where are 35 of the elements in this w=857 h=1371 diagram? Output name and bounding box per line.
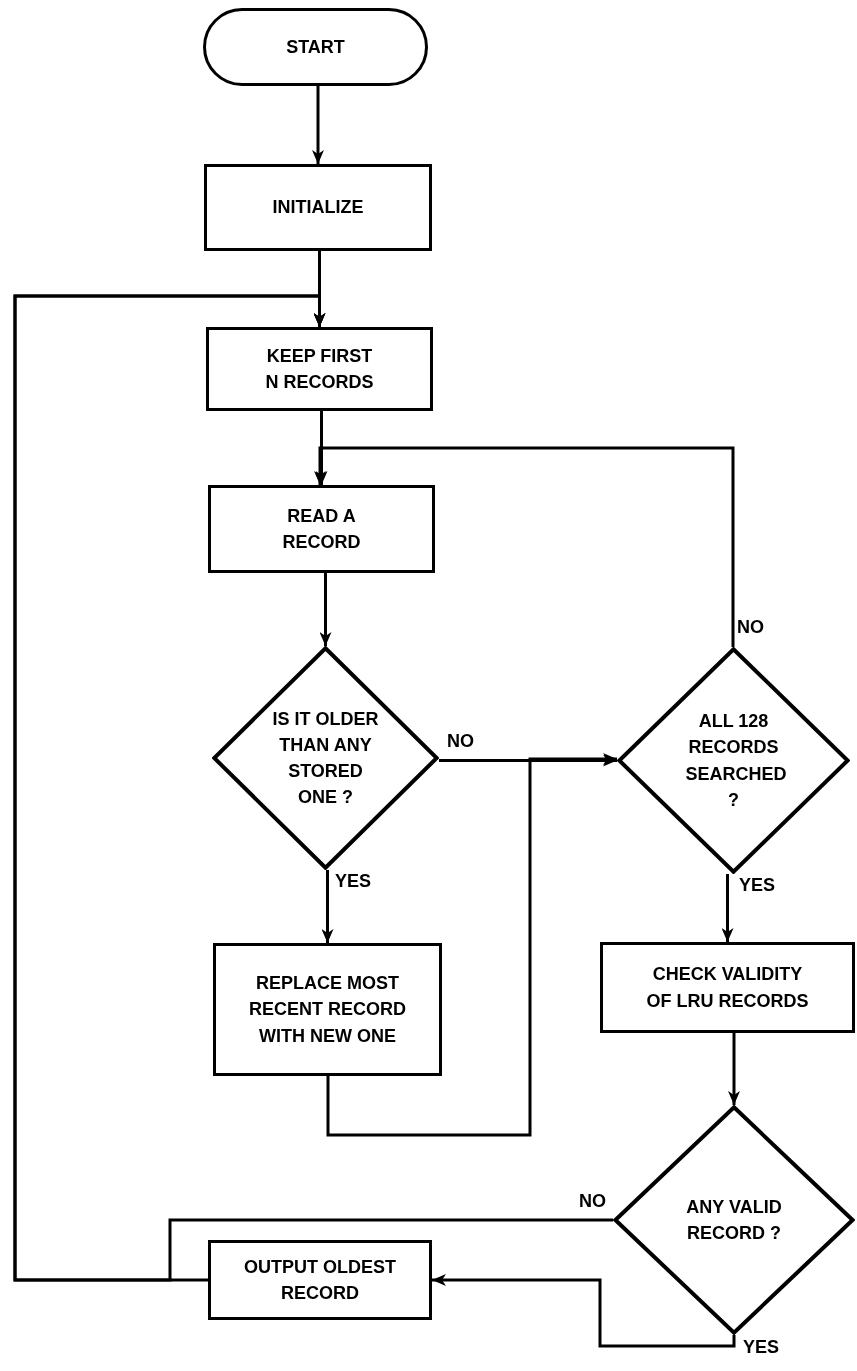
arrow — [728, 1033, 740, 1105]
arrow — [319, 573, 332, 646]
edge-label: YES — [738, 876, 777, 894]
arrow — [326, 753, 617, 1137]
node-text: REPLACE MOST RECENT RECORD WITH NEW ONE — [248, 972, 407, 1048]
node-text: ANY VALID RECORD ? — [685, 1195, 783, 1245]
arrow — [432, 1274, 736, 1348]
node-text: INITIALIZE — [271, 196, 365, 220]
edge-label: YES — [334, 872, 373, 890]
process-box — [206, 327, 433, 411]
process-box — [208, 1240, 432, 1320]
process-box — [600, 942, 855, 1033]
edge-label: NO — [446, 732, 475, 750]
arrow — [439, 754, 617, 767]
decision-diamond — [613, 1105, 855, 1335]
node-text: OUTPUT OLDEST RECORD — [243, 1255, 397, 1305]
node-text: CHECK VALIDITY OF LRU RECORDS — [645, 963, 810, 1013]
node-text: KEEP FIRST N RECORDS — [264, 344, 375, 394]
process-box — [204, 164, 432, 251]
process-box — [208, 485, 435, 573]
node-text: IS IT OLDER THAN ANY STORED ONE ? — [271, 707, 380, 810]
edge-label: NO — [578, 1192, 607, 1210]
arrow — [13, 294, 326, 1282]
process-box — [213, 943, 442, 1076]
edge-label: YES — [742, 1338, 781, 1356]
arrow — [721, 874, 734, 942]
node-text: START — [285, 35, 346, 59]
decision-diamond — [617, 647, 850, 874]
arrow — [321, 870, 334, 943]
decision-diamond — [212, 646, 439, 870]
node-text: READ A RECORD — [281, 504, 362, 554]
arrow — [312, 86, 324, 164]
arrow — [315, 411, 328, 485]
arrow — [314, 446, 735, 647]
edge-label: NO — [736, 618, 765, 636]
